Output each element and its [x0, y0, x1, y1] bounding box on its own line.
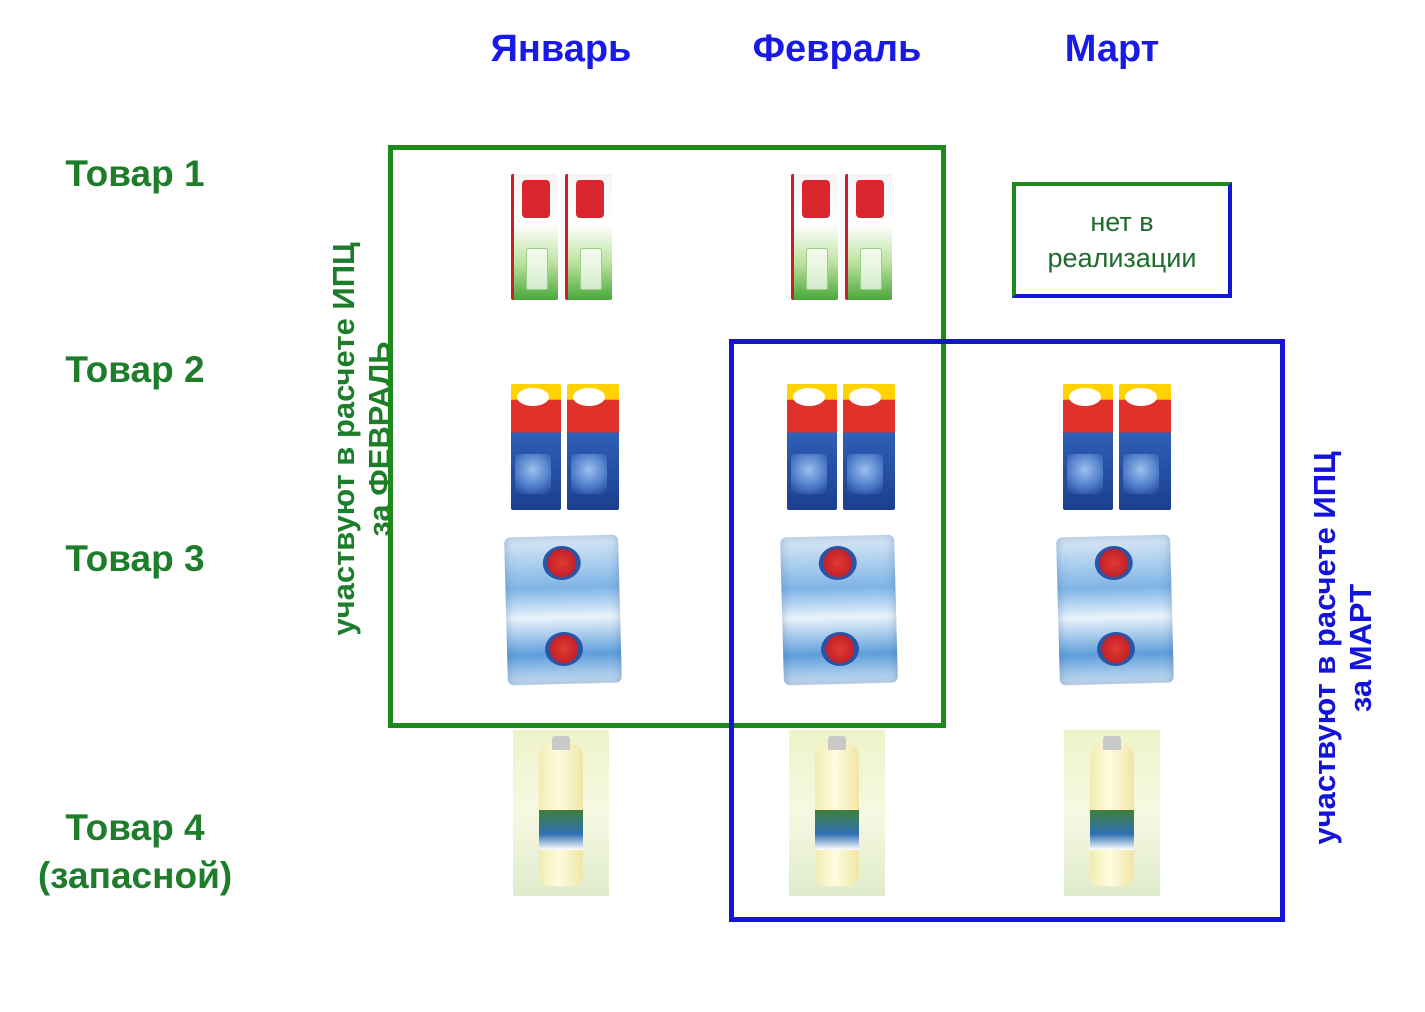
product-4-name: Товар 4	[65, 807, 205, 848]
product-2-label: Товар 2	[65, 349, 205, 390]
product-3-march-image	[1056, 534, 1174, 686]
march-cpi-line2: за МАРТ	[1343, 583, 1378, 713]
march-cpi-line1: участвуют в расчете ИПЦ	[1307, 451, 1342, 845]
product-1-label: Товар 1	[65, 153, 205, 194]
product-3-february-image	[780, 534, 898, 686]
product-4-january-image	[513, 730, 609, 896]
month-february: Февраль	[752, 28, 922, 70]
march-cpi-frame	[729, 339, 1285, 922]
product-3-january-image	[504, 534, 622, 686]
march-cpi-label: участвуют в расчете ИПЦ за МАРТ	[1307, 413, 1379, 883]
month-march: Март	[1064, 28, 1160, 70]
product-1-january-image	[505, 160, 615, 300]
february-cpi-frame	[388, 145, 946, 728]
product-2-february-image	[783, 372, 901, 510]
february-cpi-line1: участвуют в расчете ИПЦ	[326, 242, 361, 636]
product-4-march-image	[1064, 730, 1160, 896]
product-4-february-image	[789, 730, 885, 896]
product-2-march-image	[1059, 372, 1177, 510]
product-4-label: Товар 4 (запасной)	[20, 804, 250, 900]
month-january: Январь	[490, 28, 632, 70]
not-on-sale-note: нет в реализации	[1012, 182, 1232, 298]
product-4-reserve: (запасной)	[37, 855, 233, 896]
product-3-label: Товар 3	[65, 538, 205, 579]
product-1-february-image	[785, 160, 895, 300]
product-2-january-image	[507, 372, 625, 510]
